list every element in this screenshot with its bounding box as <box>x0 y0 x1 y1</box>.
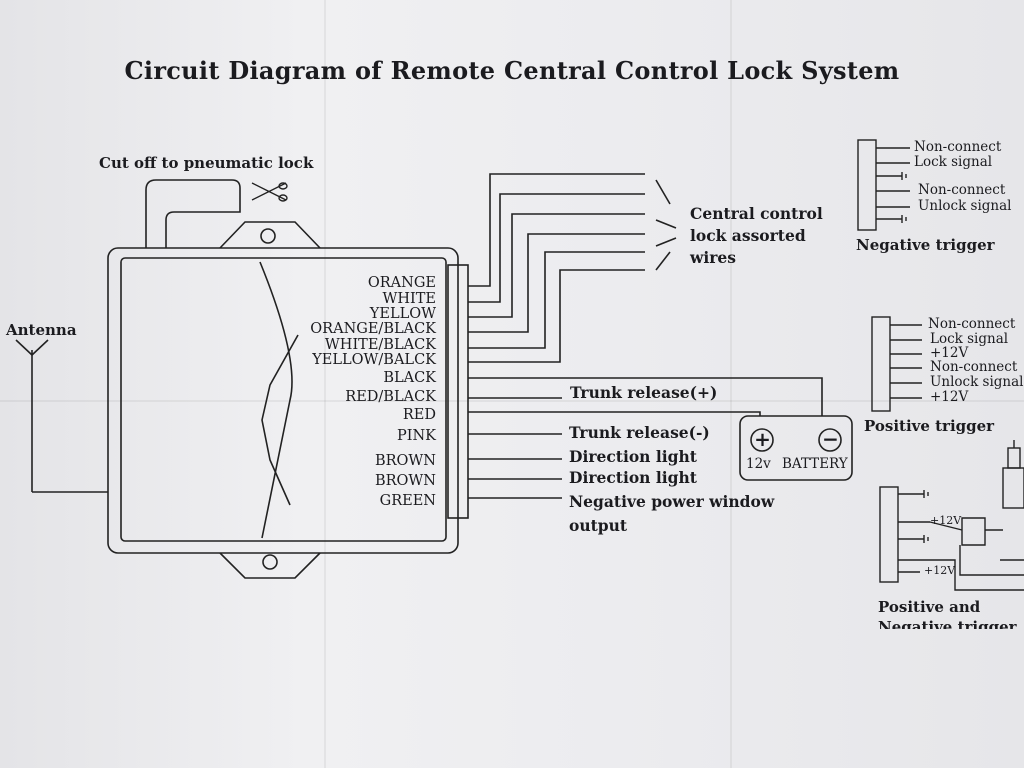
neg-trigger-line: Non-connect <box>914 139 1002 155</box>
pos-neg-trigger-diagram <box>879 440 1024 591</box>
central-lock-label-line: Central control <box>690 204 823 223</box>
direction-light-label: Direction light <box>569 468 697 487</box>
wire-label-red: RED <box>402 407 436 423</box>
black-wire-to-battery <box>468 377 823 416</box>
paper-fold <box>324 0 326 768</box>
wire-label-yellow: YELLOW <box>369 306 436 322</box>
pos-trigger-line: +12V <box>930 389 969 405</box>
trunk-release-plus-label: Trunk release(+) <box>570 383 718 402</box>
wire-label-orange: ORANGE <box>367 275 436 291</box>
power-window-label: Negative power window output <box>569 490 774 538</box>
neg-trigger-line: Unlock signal <box>918 198 1012 214</box>
bottom-mount-tab <box>219 552 321 579</box>
control-box-inner <box>120 257 447 542</box>
cut-off-label: Cut off to pneumatic lock <box>99 154 314 172</box>
wire-label-pink: PINK <box>396 428 436 444</box>
pos-trigger-line: Lock signal <box>930 331 1009 347</box>
control-box-lens <box>259 261 293 539</box>
wire-label-brown: BROWN <box>374 453 436 469</box>
battery-plus-symbol: + <box>754 427 771 451</box>
control-box-lens <box>261 334 299 506</box>
pos-trigger-line: Non-connect <box>928 316 1016 332</box>
pos-neg-12v-label: +12V <box>924 564 956 577</box>
wire-label-black: BLACK <box>383 370 436 386</box>
battery-voltage: 12v <box>746 456 771 472</box>
pos-neg-trigger-title-line: Positive and <box>878 598 981 616</box>
red-wire-to-battery <box>468 411 761 416</box>
paper-fold <box>0 400 1024 402</box>
positive-trigger-diagram <box>871 316 922 412</box>
central-lock-wires <box>468 173 677 363</box>
top-mount-hole <box>260 228 276 244</box>
wire-label-orange-black: ORANGE/BLACK <box>310 321 436 337</box>
antenna-label: Antenna <box>6 321 77 339</box>
trunk-release-minus-label: Trunk release(-) <box>569 423 710 442</box>
paper-fold <box>730 0 732 768</box>
power-window-label-line: Negative power window <box>569 492 775 511</box>
central-lock-label-line: wires <box>690 248 736 267</box>
positive-trigger-title: Positive trigger <box>864 417 995 435</box>
wire-label-white-black: WHITE/BLACK <box>324 337 436 353</box>
pos-neg-trigger-title-line: Negative trigger <box>878 618 1017 629</box>
pos-trigger-line: Non-connect <box>930 359 1018 375</box>
wire-connector <box>447 264 469 519</box>
top-mount-tab <box>219 221 321 249</box>
battery-label: BATTERY <box>782 456 848 472</box>
wire-label-red-black: RED/BLACK <box>345 389 436 405</box>
control-box <box>107 247 459 554</box>
wire-label-yellow-black: YELLOW/BALCK <box>312 352 436 368</box>
neg-trigger-line: Non-connect <box>918 182 1006 198</box>
pos-neg-12v-label: +12V <box>930 514 962 527</box>
battery-plus-terminal <box>750 428 774 452</box>
wire-label-green: GREEN <box>379 493 436 509</box>
negative-trigger-title: Negative trigger <box>856 236 995 254</box>
pos-trigger-line: +12V <box>930 345 969 361</box>
diagram-title: Circuit Diagram of Remote Central Contro… <box>124 56 900 85</box>
neg-trigger-line: Lock signal <box>914 154 993 170</box>
power-window-label-line: output <box>569 516 628 535</box>
pos-trigger-line: Unlock signal <box>930 374 1024 390</box>
pneumatic-wire <box>145 179 241 248</box>
negative-trigger-diagram <box>857 139 910 231</box>
antenna-icon <box>15 339 108 493</box>
bottom-mount-hole <box>262 554 278 570</box>
direction-light-label: Direction light <box>569 447 697 466</box>
battery <box>739 415 853 481</box>
central-lock-label-line: lock assorted <box>690 226 806 245</box>
central-lock-label: Central control lock assorted wires <box>690 203 823 269</box>
scissors-icon <box>251 182 288 202</box>
battery-minus-symbol: − <box>822 427 839 451</box>
battery-minus-terminal <box>818 428 842 452</box>
wire-label-white: WHITE <box>382 291 436 307</box>
wire-label-brown: BROWN <box>374 473 436 489</box>
pos-neg-trigger-title: Positive and Negative trigger <box>878 597 1017 629</box>
